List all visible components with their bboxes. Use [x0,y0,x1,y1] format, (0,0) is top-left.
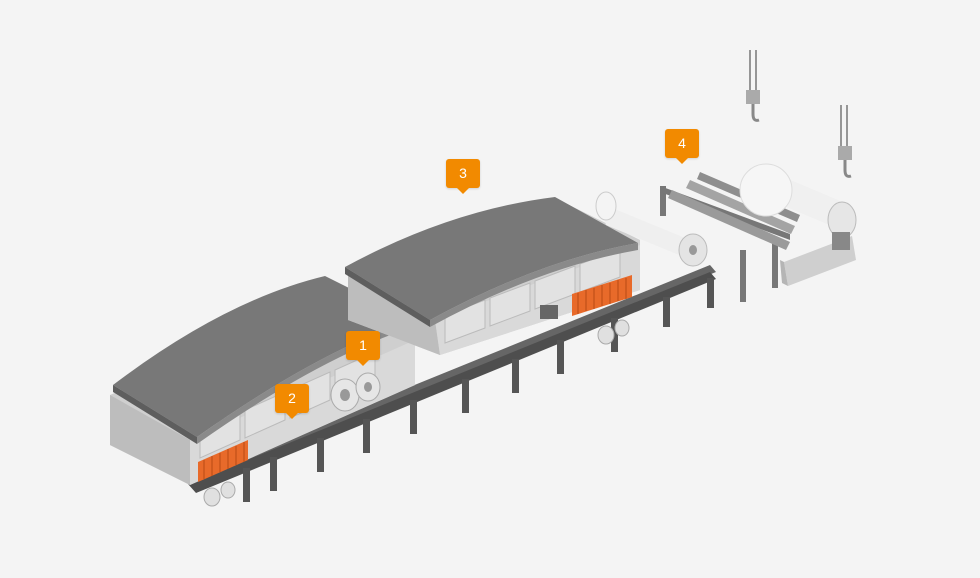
hotspot-4-label: 4 [678,135,686,151]
hotspot-1-label: 1 [359,337,367,353]
roof-1 [113,276,413,437]
support-rail [188,265,716,502]
drive-drums [203,372,381,507]
hotspot-4-button[interactable]: 4 [665,129,699,164]
crane-hook-2 [838,105,852,178]
roof-2 [345,197,638,320]
hotspot-2-label: 2 [288,390,296,406]
heater-element-1 [198,440,248,482]
crane-hook-1 [746,50,760,122]
furnace-module-2 [345,197,640,355]
hotspot-3-label: 3 [459,165,467,181]
hotspot-2-button[interactable]: 2 [275,384,309,419]
hotspot-3-button[interactable]: 3 [446,159,480,194]
roller-unit [595,163,857,302]
hotspot-1-button[interactable]: 1 [346,331,380,366]
heater-element-2 [572,275,632,316]
